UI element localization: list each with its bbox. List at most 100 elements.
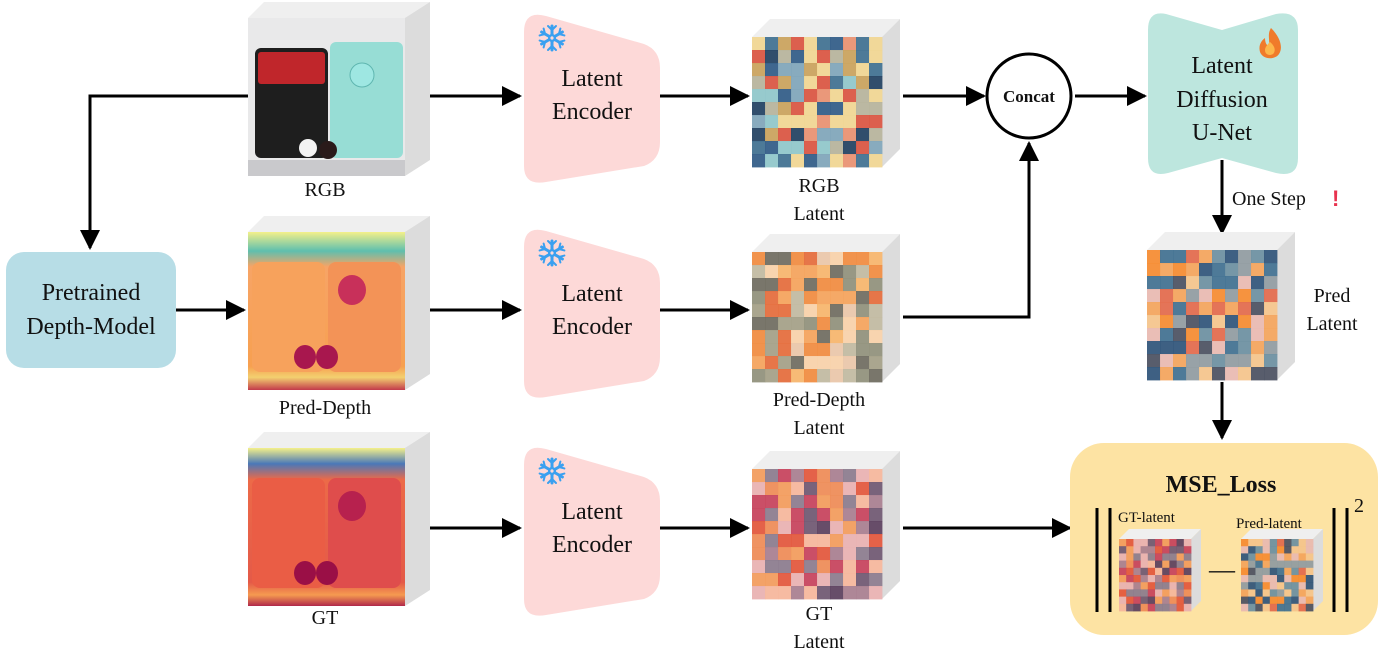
latent-tile: [1183, 582, 1192, 590]
latent-tile: [804, 63, 818, 77]
latent-tile: [856, 304, 870, 318]
latent-tile: [1133, 575, 1141, 583]
latent-tile: [830, 115, 844, 129]
latent-tile: [1199, 276, 1213, 290]
latent-tile: [1147, 276, 1161, 290]
pred-depth-image-cube: [248, 216, 430, 390]
cube-top-face: [752, 234, 900, 252]
latent-tile: [1255, 575, 1263, 583]
latent-tile: [1126, 553, 1134, 561]
latent-tile: [830, 304, 844, 318]
latent-tile: [804, 291, 818, 305]
latent-tile: [1183, 589, 1192, 597]
latent-tile: [830, 547, 844, 561]
latent-tile: [1155, 553, 1163, 561]
connectors: [80, 86, 1232, 538]
latent-tile: [1119, 560, 1127, 569]
latent-tile: [765, 304, 779, 318]
latent-tile: [765, 265, 779, 279]
latent-tile: [843, 521, 857, 535]
latent-tile: [752, 252, 766, 266]
latent-tile: [1126, 596, 1134, 605]
latent-tile: [791, 560, 805, 574]
latent-tile: [752, 508, 766, 522]
latent-tile: [1186, 354, 1200, 368]
latent-tile: [830, 495, 844, 509]
latent-tile: [1119, 539, 1127, 547]
latent-tile: [791, 265, 805, 279]
latent-tile: [869, 508, 883, 522]
loss-gt-latent-cube: [1119, 529, 1201, 612]
latent-tile: [1277, 582, 1285, 590]
latent-tile: [1162, 560, 1170, 569]
latent-tile: [843, 343, 857, 357]
latent-tile: [804, 482, 818, 496]
latent-tile: [752, 560, 766, 574]
latent-tile: [843, 317, 857, 331]
latent-tile: [1298, 582, 1307, 590]
latent-tile: [1183, 560, 1192, 569]
latent-tile: [817, 291, 831, 305]
latent-tile: [752, 115, 766, 129]
latent-tile: [791, 89, 805, 103]
latent-tile: [752, 141, 766, 155]
latent-tile: [804, 76, 818, 90]
latent-tile: [1169, 596, 1177, 605]
latent-tile: [752, 265, 766, 279]
latent-tile: [1255, 567, 1263, 576]
latent-tile: [1241, 589, 1249, 597]
latent-tile: [1176, 596, 1185, 605]
latent-tile: [1133, 553, 1141, 561]
latent-tile: [791, 534, 805, 548]
latent-tile: [1155, 546, 1163, 554]
latent-tile: [765, 50, 779, 64]
latent-tile: [791, 495, 805, 509]
latent-tile: [856, 63, 870, 77]
latent-tile: [1140, 539, 1149, 547]
latent-tile: [1298, 589, 1307, 597]
latent-tile: [1162, 575, 1170, 583]
latent-tile: [765, 586, 779, 600]
pretrained-line1: Pretrained: [42, 280, 141, 306]
latent-tile: [1133, 589, 1141, 597]
latent-tile: [1147, 589, 1156, 597]
latent-tile: [843, 573, 857, 587]
gt-latent-caption-line1: GT: [806, 603, 833, 625]
pretrained-line2: Depth-Model: [26, 314, 156, 340]
pred-depth-caption: Pred-Depth: [279, 397, 371, 419]
latent-tile: [1251, 354, 1265, 368]
latent-tile: [817, 495, 831, 509]
latent-tile: [778, 369, 792, 383]
latent-tile: [1291, 582, 1299, 590]
latent-tile: [1147, 263, 1161, 277]
latent-tile: [817, 482, 831, 496]
latent-tile: [843, 102, 857, 116]
latent-tile: [778, 89, 792, 103]
latent-tile: [1147, 250, 1161, 264]
latent-tile: [1212, 263, 1226, 277]
latent-tile: [804, 141, 818, 155]
latent-tile: [869, 573, 883, 587]
latent-tile: [1133, 582, 1141, 590]
latent-tile: [752, 482, 766, 496]
latent-tile: [778, 115, 792, 129]
latent-tile: [1238, 367, 1252, 381]
latent-tile: [843, 154, 857, 168]
latent-tile: [1241, 582, 1249, 590]
latent-tile: [1248, 546, 1256, 554]
latent-tile: [1126, 567, 1134, 576]
latent-tile: [1225, 354, 1239, 368]
latent-tile: [843, 356, 857, 370]
latent-tile: [1147, 315, 1161, 329]
latent-tile: [817, 265, 831, 279]
latent-tile: [1162, 582, 1170, 590]
latent-tile: [843, 50, 857, 64]
latent-tile: [1298, 567, 1307, 576]
latent-tile: [804, 278, 818, 292]
flame-icon: [1259, 28, 1281, 59]
latent-tile: [1147, 596, 1156, 605]
latent-tile: [1155, 589, 1163, 597]
latent-tile: [1298, 553, 1307, 561]
latent-tile: [1291, 603, 1299, 612]
